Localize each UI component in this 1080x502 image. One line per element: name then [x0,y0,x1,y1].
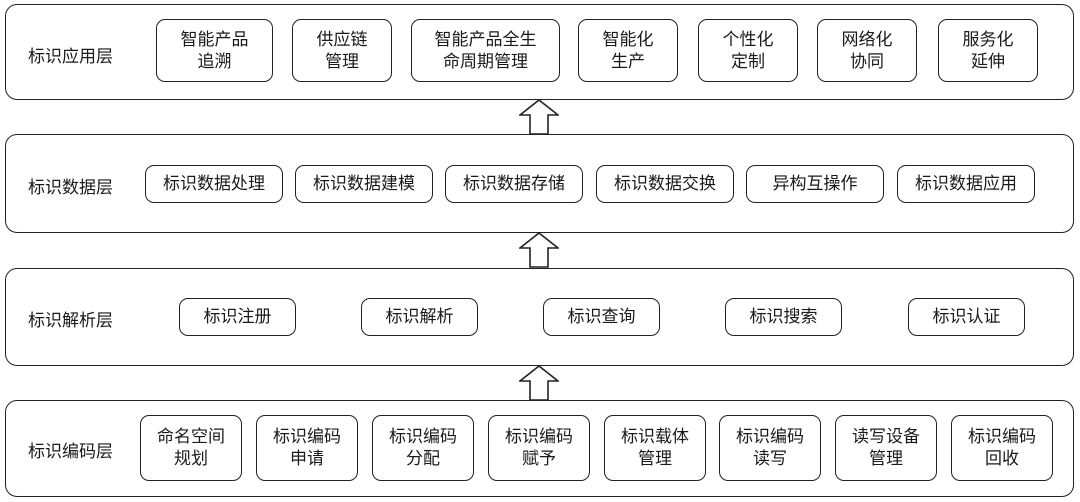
resolution-box-2: 标识解析 [361,298,478,336]
app-box-3: 智能产品全生 命周期管理 [411,19,560,82]
encoding-box-3: 标识编码 分配 [372,415,474,481]
app-box-7-line1: 服务化 [962,29,1014,50]
app-box-5: 个性化 定制 [698,19,798,82]
app-box-6-line2: 协同 [850,51,884,72]
app-box-3-line1: 智能产品全生 [434,29,537,50]
encoding-box-8-line2: 回收 [985,449,1019,469]
resolution-box-4-label: 标识搜索 [749,307,818,327]
app-box-3-line2: 命周期管理 [443,51,528,72]
resolution-layer-title: 标识解析层 [28,311,113,331]
encoding-box-2-line1: 标识编码 [273,427,341,447]
app-box-2: 供应链 管理 [292,19,392,82]
encoding-box-2: 标识编码 申请 [256,415,358,481]
encoding-box-6-line1: 标识编码 [736,427,804,447]
application-layer-title: 标识应用层 [28,47,113,67]
resolution-box-3: 标识查询 [543,298,660,336]
app-box-6: 网络化 协同 [817,19,917,82]
encoding-box-5-line2: 管理 [638,449,672,469]
data-box-6-label: 标识数据应用 [915,174,1017,194]
app-box-1-line2: 追溯 [197,51,232,72]
data-box-5: 异构互操作 [746,165,884,203]
encoding-box-1-line2: 规划 [174,449,208,469]
app-box-4-line2: 生产 [611,51,645,72]
encoding-box-1: 命名空间 规划 [140,415,242,481]
app-box-2-line2: 管理 [325,51,359,72]
encoding-box-2-line2: 申请 [290,449,324,469]
resolution-box-5-label: 标识认证 [932,307,1001,327]
resolution-box-4: 标识搜索 [725,298,842,336]
encoding-box-8-line1: 标识编码 [968,427,1036,447]
data-layer-title: 标识数据层 [28,178,113,198]
app-box-1: 智能产品 追溯 [156,19,273,82]
data-box-5-label: 异构互操作 [772,174,858,194]
app-box-7-line2: 延伸 [971,51,1005,72]
data-box-4: 标识数据交换 [596,165,734,203]
data-box-3-label: 标识数据存储 [463,174,565,194]
resolution-box-1-label: 标识注册 [203,307,272,327]
app-box-5-line2: 定制 [731,51,765,72]
resolution-box-5: 标识认证 [908,298,1025,336]
app-box-6-line1: 网络化 [841,29,893,50]
encoding-box-5-line1: 标识载体 [621,427,689,447]
app-box-1-line1: 智能产品 [180,29,249,50]
app-box-4: 智能化 生产 [578,19,678,82]
encoding-box-7: 读写设备 管理 [835,415,937,481]
data-box-2-label: 标识数据建模 [313,174,415,194]
resolution-box-2-label: 标识解析 [385,307,454,327]
encoding-box-3-line1: 标识编码 [389,427,457,447]
resolution-box-3-label: 标识查询 [567,307,636,327]
up-arrow-icon [519,99,559,135]
encoding-box-3-line2: 分配 [406,449,440,469]
encoding-box-4: 标识编码 赋予 [488,415,590,481]
up-arrow-icon [519,232,559,268]
encoding-layer-title: 标识编码层 [28,442,113,462]
encoding-box-4-line2: 赋予 [522,449,556,469]
app-box-2-line1: 供应链 [316,29,368,50]
data-box-1-label: 标识数据处理 [163,174,265,194]
app-box-7: 服务化 延伸 [938,19,1038,82]
encoding-box-6-line2: 读写 [753,449,787,469]
encoding-box-1-line1: 命名空间 [157,427,225,447]
resolution-box-1: 标识注册 [179,298,296,336]
data-box-3: 标识数据存储 [445,165,583,203]
encoding-box-7-line2: 管理 [869,449,903,469]
data-box-1: 标识数据处理 [145,165,283,203]
app-box-5-line1: 个性化 [722,29,774,50]
encoding-box-4-line1: 标识编码 [505,427,573,447]
data-box-2: 标识数据建模 [295,165,433,203]
data-box-4-label: 标识数据交换 [614,174,716,194]
data-box-6: 标识数据应用 [897,165,1035,203]
encoding-box-7-line1: 读写设备 [852,427,920,447]
encoding-box-6: 标识编码 读写 [719,415,821,481]
app-box-4-line1: 智能化 [602,29,654,50]
up-arrow-icon [519,365,559,401]
encoding-box-8: 标识编码 回收 [951,415,1053,481]
encoding-box-5: 标识载体 管理 [604,415,706,481]
